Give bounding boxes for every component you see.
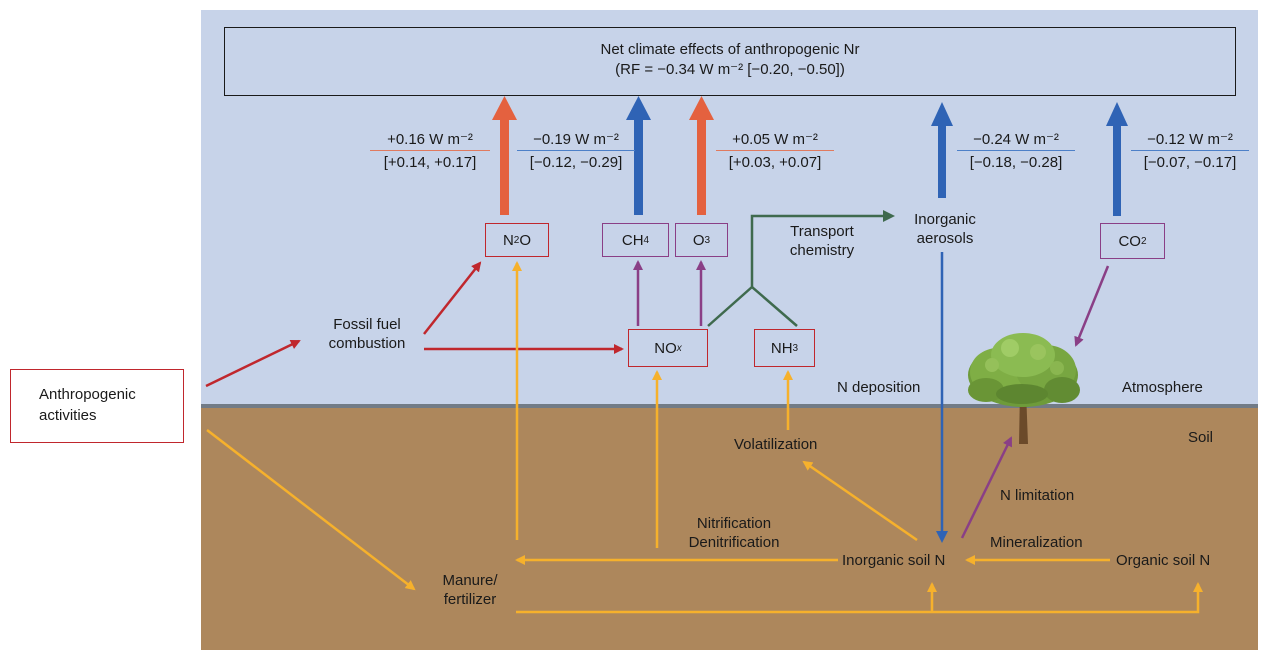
arrow-manure-to-soil-pools: [516, 582, 1203, 614]
anthropogenic-activities-box: Anthropogenic activities: [10, 369, 184, 443]
forcing-value-co2: −0.12 W m⁻²: [1131, 130, 1249, 151]
arrow-soiln-to-tree: [960, 436, 1013, 539]
forcing-value-aerosols: −0.24 W m⁻²: [957, 130, 1075, 151]
nitrification-denitrification-label: Nitrification Denitrification: [688, 515, 780, 551]
forcing-arrow-aerosols: [931, 102, 953, 198]
manure-fertilizer-label: Manure/ fertilizer: [442, 572, 498, 608]
arrow-anthro-to-manure: [206, 429, 416, 591]
tree-icon: [968, 333, 1080, 444]
forcing-range-n2o: [+0.14, +0.17]: [383, 154, 477, 171]
forcing-arrow-o3: [689, 96, 714, 215]
fossil-fuel-label: Fossil fuel combustion: [328, 316, 406, 352]
net-climate-title: Net climate effects of anthropogenic Nr: [600, 41, 860, 58]
arrow-soiln-to-volatilization: [802, 460, 918, 542]
arrow-fossil-to-n2o: [423, 261, 482, 335]
forcing-value-o3: +0.05 W m⁻²: [716, 130, 834, 151]
anthropogenic-label-line1: Anthropogenic: [39, 386, 136, 403]
organic-soil-n-label: Organic soil N: [1116, 552, 1211, 569]
transport-chemistry-label: Transport chemistry: [789, 223, 855, 259]
volatilization-label: Volatilization: [734, 436, 818, 453]
forcing-label-o3: +0.05 W m⁻² [+0.03, +0.07]: [716, 130, 834, 172]
forcing-arrow-ch4: [626, 96, 651, 215]
forcing-label-n2o: +0.16 W m⁻² [+0.14, +0.17]: [370, 130, 490, 172]
net-radiative-forcing: (RF = −0.34 W m⁻² [−0.20, −0.50]): [615, 61, 845, 78]
soil-region: [201, 406, 1258, 650]
forcing-range-ch4: [−0.12, −0.29]: [529, 154, 623, 171]
inorganic-aerosols-label: Inorganic aerosols: [914, 211, 976, 247]
forcing-range-o3: [+0.03, +0.07]: [728, 154, 822, 171]
atmosphere-label: Atmosphere: [1122, 379, 1203, 396]
n-deposition-label: N deposition: [837, 379, 921, 396]
forcing-label-ch4: −0.19 W m⁻² [−0.12, −0.29]: [517, 130, 635, 172]
forcing-label-co2: −0.12 W m⁻² [−0.07, −0.17]: [1131, 130, 1249, 172]
anthropogenic-label-line2: activities: [39, 407, 97, 424]
inorganic-soil-n-label: Inorganic soil N: [842, 552, 946, 569]
mineralization-label: Mineralization: [990, 534, 1083, 551]
arrow-anthro-to-fossil: [205, 339, 301, 388]
forcing-range-co2: [−0.07, −0.17]: [1143, 154, 1237, 171]
arrow-co2-to-tree: [1074, 265, 1110, 347]
forcing-arrow-co2: [1106, 102, 1128, 216]
forcing-value-ch4: −0.19 W m⁻²: [517, 130, 635, 151]
forcing-label-aerosols: −0.24 W m⁻² [−0.18, −0.28]: [957, 130, 1075, 172]
net-climate-effects-box: Net climate effects of anthropogenic Nr …: [224, 27, 1236, 96]
arrow-transport-to-aerosols: [750, 210, 895, 287]
transport-chemistry-connector: [707, 285, 798, 327]
n-limitation-label: N limitation: [1000, 487, 1075, 504]
forcing-value-n2o: +0.16 W m⁻²: [370, 130, 490, 151]
forcing-range-aerosols: [−0.18, −0.28]: [969, 154, 1063, 171]
ground-surface-line: [201, 404, 1258, 408]
soil-label: Soil: [1188, 429, 1214, 446]
forcing-arrow-n2o: [492, 96, 517, 215]
